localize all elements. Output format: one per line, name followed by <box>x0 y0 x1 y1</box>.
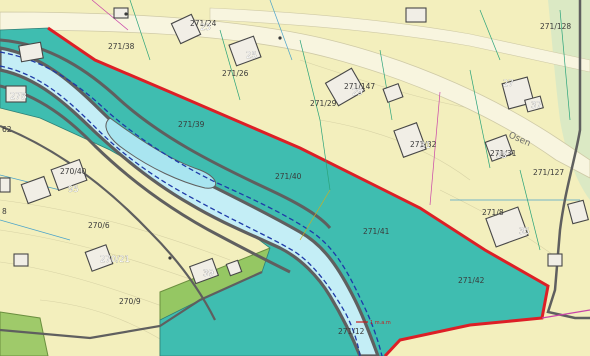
parcel-label: 271/42 <box>458 276 485 285</box>
address-number: 25 <box>246 51 257 61</box>
address-number: 35 <box>519 227 530 237</box>
river-bank-upper <box>0 38 332 229</box>
buildings <box>0 7 589 285</box>
marker-text: 1 m.a.m <box>370 320 391 326</box>
edge-label: 8 <box>2 207 7 216</box>
parcel-label: 270/6 <box>88 221 110 230</box>
parcel-label: 271/8 <box>482 208 504 217</box>
parcel-label: 271/147 <box>344 82 375 91</box>
road-edge-dark <box>0 124 216 321</box>
parcel-label: 271/31 <box>490 149 517 158</box>
parcel-label: 271/38 <box>108 42 135 51</box>
parcel-border-right <box>546 0 590 320</box>
stream-line-north <box>0 51 383 356</box>
address-number: 33 <box>496 151 507 161</box>
parcel-label: 271/32 <box>410 140 437 149</box>
address-number: 27 <box>503 79 514 89</box>
parcel-label: 271/127 <box>533 168 564 177</box>
edge-label: 62 <box>2 125 12 134</box>
parcel-label: 271/24 <box>190 19 217 28</box>
parcel-label: 271/29 <box>310 99 337 108</box>
address-number: 37 <box>531 101 542 111</box>
property-lines <box>0 0 580 251</box>
address-number: 27B <box>10 92 27 102</box>
parcel-label: 270/40 <box>60 167 87 176</box>
point-symbols <box>124 12 282 260</box>
parcel-label: 271/26 <box>222 69 249 78</box>
green-patch-left <box>0 311 49 356</box>
road-osen-upper <box>209 7 590 73</box>
parcel-labels: 271/24 271/128 271/38 271/26 271/147 271… <box>60 19 571 336</box>
address-number: 39 <box>203 269 214 279</box>
address-number: 23 <box>200 23 211 33</box>
parcel-label: 271/39 <box>178 120 205 129</box>
address-number: 95 <box>68 185 79 195</box>
parcel-label: 271/40 <box>275 172 302 181</box>
road-osen <box>0 11 590 179</box>
parcel-label: 271/12 <box>338 327 365 336</box>
address-labels: 25 27 29 31 33 35 37 39 23 95 27B 270/21 <box>10 23 542 279</box>
parcel-label: 271/41 <box>363 227 390 236</box>
parcel-label: 270/9 <box>119 297 141 306</box>
address-number: 31 <box>420 141 431 151</box>
track-dark <box>0 270 263 340</box>
parcel-border-right-bottom <box>541 309 590 319</box>
zone-border <box>47 26 550 356</box>
stream-line-south <box>0 65 361 356</box>
address-number: 29 <box>352 88 363 98</box>
river-bank-lower <box>0 84 291 274</box>
parcel-label: 271/128 <box>540 22 571 31</box>
address-number: 270/21 <box>100 255 130 265</box>
